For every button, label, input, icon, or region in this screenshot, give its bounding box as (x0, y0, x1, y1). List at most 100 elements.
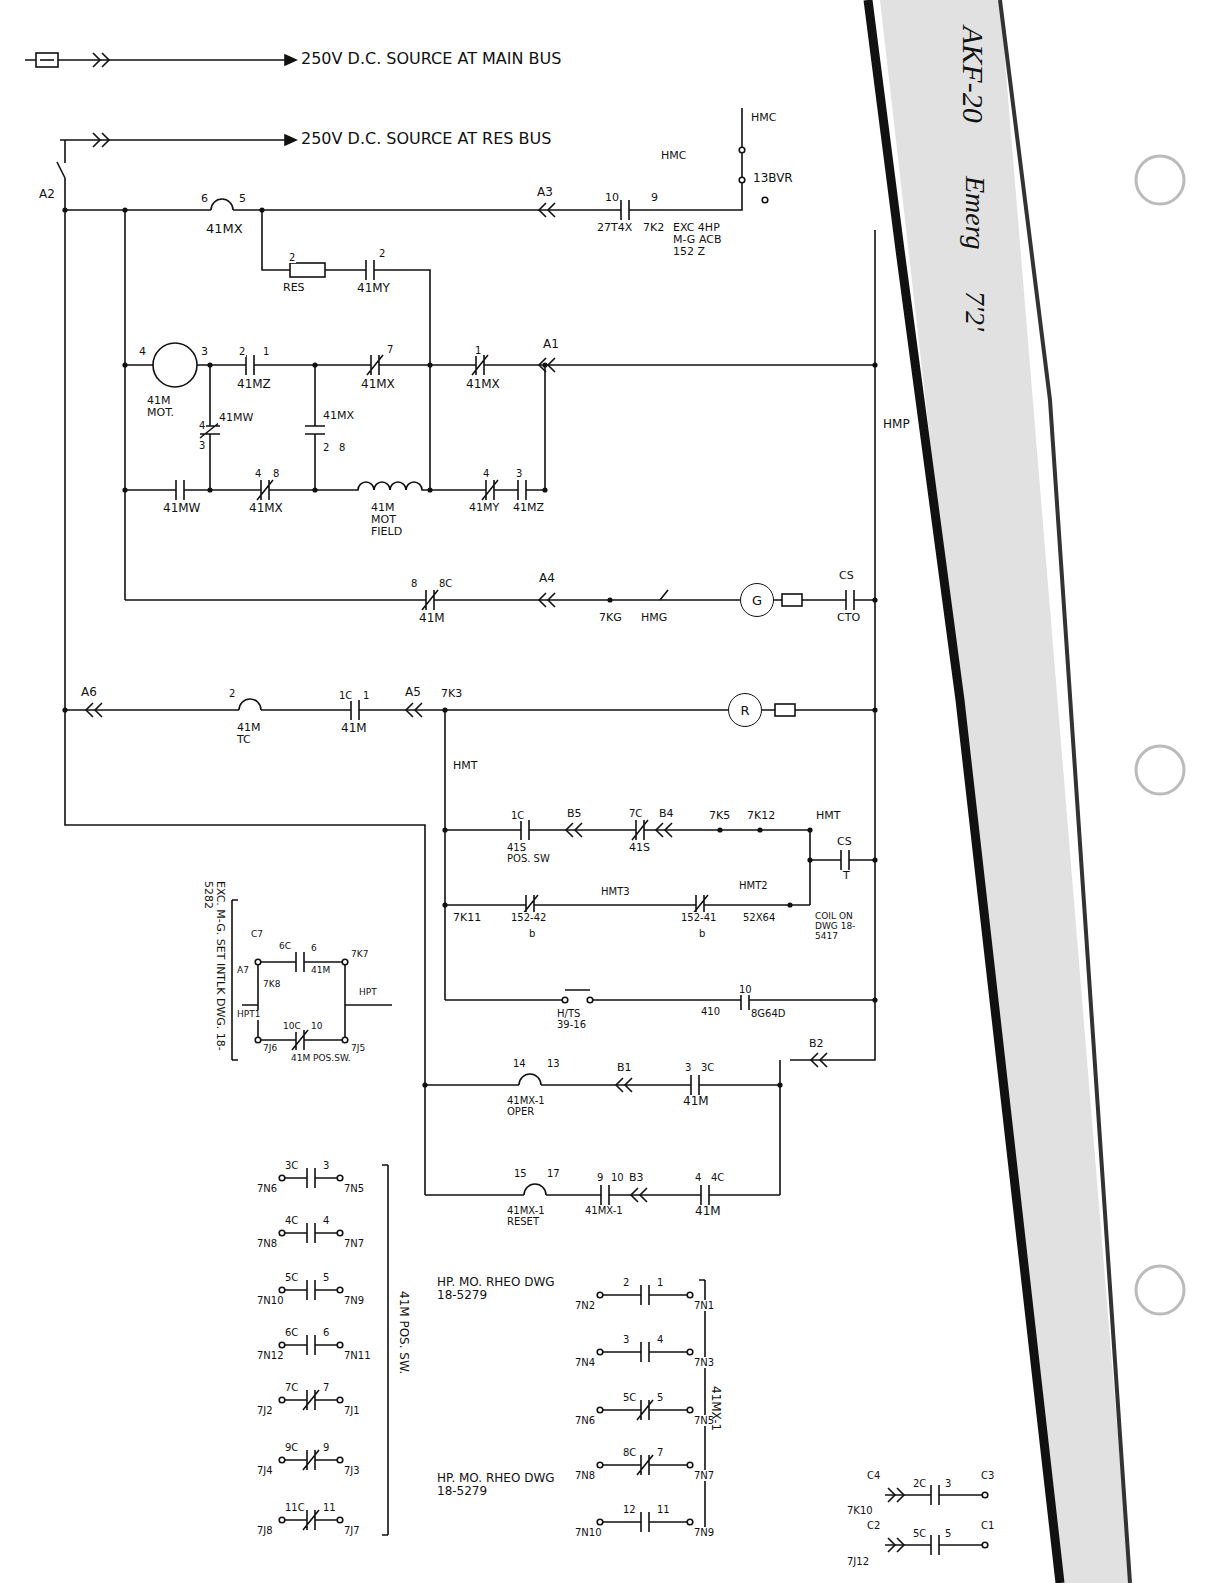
wiring-label: 7N10 (256, 1295, 285, 1306)
wiring-label: 41MY (356, 282, 391, 295)
contact-symbol (739, 177, 745, 183)
wiring-label: HP. MO. RHEO DWG 18-5279 (436, 1472, 558, 1498)
resistor-symbol (782, 594, 802, 606)
contact-symbol (442, 827, 447, 832)
wiring-label: 41M (340, 722, 368, 735)
contact-symbol (637, 1455, 653, 1475)
wiring-label: 7N6 (256, 1183, 278, 1194)
wiring-label: 41M (418, 612, 446, 625)
wiring-label: HMC (660, 150, 687, 162)
wiring-label: EXC 4HP M-G ACB 152 Z (672, 222, 736, 258)
terminal-circle (1136, 1266, 1184, 1314)
contact-symbol (632, 820, 648, 840)
contact-symbol (279, 1397, 285, 1403)
contact-symbol (762, 197, 768, 203)
wiring-label: 7N11 (343, 1350, 372, 1361)
wiring-label: 9C (284, 1442, 299, 1453)
wiring-label: 2 (288, 252, 296, 263)
contact-symbol (427, 362, 432, 367)
contact-symbol (687, 1462, 693, 1468)
contact-symbol (616, 1078, 632, 1092)
contact-symbol (872, 597, 877, 602)
wiring-label: 52X64 (742, 912, 776, 923)
wire (282, 1178, 340, 1520)
contact-symbol (307, 1280, 315, 1300)
wiring-label: 41MX (205, 222, 244, 236)
contact-symbol (807, 857, 812, 862)
machine-letter: G (752, 594, 762, 607)
wiring-label: 41M (694, 1205, 722, 1218)
wiring-label: 7N12 (256, 1350, 285, 1361)
contact-symbol (255, 1037, 261, 1043)
wiring-label: B5 (566, 808, 583, 820)
contact-symbol (307, 1168, 315, 1188)
wiring-label: 7KG (598, 612, 623, 624)
wire (262, 210, 430, 490)
wiring-label: CS (838, 570, 855, 582)
wiring-label: C4 (866, 1470, 881, 1481)
contact-symbol (982, 1542, 988, 1548)
scan-shadow (868, 0, 1184, 1583)
wiring-label: 7N9 (343, 1295, 365, 1306)
wiring-label: 7K3 (440, 688, 463, 700)
contact-symbol (62, 707, 67, 712)
contact-symbol (292, 1030, 308, 1050)
contact-symbol (279, 1342, 285, 1348)
wiring-label: HMT (815, 810, 841, 822)
contact-symbol (406, 703, 422, 717)
wire (125, 364, 875, 366)
wiring-label: 4 (656, 1334, 664, 1345)
wiring-label: 250V D.C. SOURCE AT MAIN BUS (300, 50, 562, 68)
wiring-label: B3 (628, 1172, 645, 1184)
wiring-label: C3 (980, 1470, 995, 1481)
contact-symbol (597, 1292, 603, 1298)
wiring-label: 3 (684, 1062, 692, 1073)
wiring-label: HP. MO. RHEO DWG 18-5279 (436, 1276, 558, 1302)
contact-symbol (305, 426, 325, 434)
wiring-label: 6 (200, 193, 209, 205)
wiring-label: B4 (658, 808, 675, 820)
contact-symbol (279, 1457, 285, 1463)
wiring-label: 410 (700, 1006, 721, 1017)
wiring-label: 2 (322, 442, 330, 453)
terminal-circle (153, 343, 197, 387)
wiring-label: 3 (198, 440, 206, 451)
contact-symbol (524, 1184, 546, 1197)
contact-symbol (888, 1538, 904, 1552)
wiring-label: 7C (284, 1382, 299, 1393)
contact-symbol (312, 487, 317, 492)
wiring-label: H/TS 39-16 (556, 1008, 598, 1030)
contact-symbol (337, 1397, 343, 1403)
contact-symbol (246, 355, 254, 375)
wiring-label: B2 (808, 1038, 825, 1050)
wiring-label: 17 (546, 1168, 561, 1179)
contact-symbol (337, 1230, 343, 1236)
arrowhead (285, 135, 296, 145)
terminal-circle (1136, 746, 1184, 794)
wiring-label: C2 (866, 1520, 881, 1531)
contact-symbol (366, 260, 374, 280)
wiring-label: 4 (254, 468, 262, 479)
wiring-label: 41MX-1 (709, 1385, 722, 1432)
contact-symbol (846, 590, 854, 610)
contact-symbol (303, 1510, 319, 1530)
contact-symbol (422, 1082, 427, 1087)
wiring-label: COIL ON DWG 18-5417 (814, 912, 871, 942)
wiring-label: 10C (282, 1022, 302, 1032)
contact-symbol (303, 1450, 319, 1470)
wiring-label: 5 (238, 193, 247, 205)
contact-symbol (601, 1185, 609, 1205)
wiring-label: 7J8 (256, 1525, 274, 1536)
wiring-label: 2 (622, 1277, 630, 1288)
wiring-label: 11C (284, 1502, 306, 1513)
wiring-label: 6C (278, 942, 292, 952)
arrowhead (285, 55, 296, 65)
wire (445, 990, 875, 1000)
wiring-label: 41M TC (236, 722, 268, 746)
contact-symbol (279, 1230, 285, 1236)
wiring-label: HPT (358, 988, 378, 998)
contact-symbol (566, 823, 582, 837)
wiring-label: 7J3 (343, 1465, 361, 1476)
wiring-label: 41MX (248, 502, 284, 515)
contact-symbol (279, 1517, 285, 1523)
